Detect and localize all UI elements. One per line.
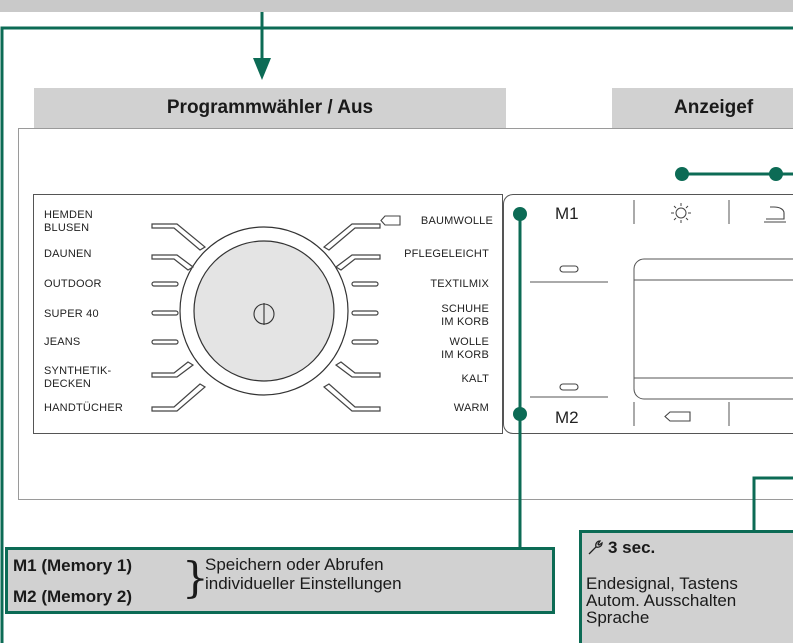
right-ticks [322, 223, 381, 412]
program-label-wolle: WOLLE IM KORB [441, 336, 489, 361]
display-header: Anzeigef [612, 88, 793, 128]
memory-desc-line2: individueller Einstellungen [205, 574, 402, 593]
brace-symbol: } [182, 553, 209, 602]
selector-header-text: Programmwähler / Aus [166, 97, 374, 118]
settings-callout: 3 sec. Endesignal, Tastens Autom. Aussch… [579, 530, 793, 643]
m2-callout-label: M2 (Memory 2) [13, 587, 133, 606]
program-label-baumwolle: BAUMWOLLE [420, 215, 493, 227]
sun-icon [671, 203, 691, 223]
iron-icon [764, 206, 786, 223]
m2-dot [513, 407, 527, 421]
program-label-outdoor: OUTDOOR [44, 278, 102, 290]
display-connector-dot-1 [675, 167, 689, 181]
program-label-kalt: KALT [461, 373, 489, 385]
program-label-pflegeleicht: PFLEGELEICHT [404, 248, 489, 260]
program-label-jeans: JEANS [44, 336, 81, 348]
program-label-daunen: DAUNEN [44, 248, 92, 260]
top-strip [0, 0, 793, 12]
display-header-text: Anzeigef [674, 97, 754, 118]
program-label-hemden: HEMDEN BLUSEN [44, 209, 93, 234]
m1-callout-label: M1 (Memory 1) [13, 556, 133, 575]
settings-connector-line [752, 476, 793, 530]
cotton-tag-icon [380, 215, 401, 226]
m1-label: M1 [555, 204, 579, 223]
connector-frame [0, 26, 793, 643]
wrench-icon [588, 540, 603, 555]
memory-callout: M1 (Memory 1) M2 (Memory 2) } Speichern … [5, 547, 555, 614]
left-ticks [151, 223, 207, 412]
program-label-schuhe: SCHUHE IM KORB [441, 303, 489, 328]
program-label-super40: SUPER 40 [44, 308, 99, 320]
settings-line3: Sprache [586, 608, 650, 627]
m1-dot [513, 207, 527, 221]
tag-icon [664, 411, 691, 422]
m2-label: M2 [555, 408, 579, 427]
program-label-synthetik: SYNTHETIK- DECKEN [44, 365, 112, 390]
memory-desc-line1: Speichern oder Abrufen [205, 555, 384, 574]
display-area [530, 200, 793, 426]
program-label-warm: WARM [453, 402, 489, 414]
settings-title: 3 sec. [608, 538, 656, 557]
program-dial[interactable] [179, 226, 349, 396]
program-label-textilmix: TEXTILMIX [430, 278, 489, 290]
selector-header: Programmwähler / Aus [34, 88, 506, 128]
program-label-handtuecher: HANDTÜCHER [44, 402, 123, 414]
power-dial-icon [253, 303, 275, 325]
settings-line2: Autom. Ausschalten [586, 591, 737, 610]
arrow-head [253, 58, 271, 80]
settings-line1: Endesignal, Tastens [586, 574, 738, 593]
display-connector-dot-2 [769, 167, 783, 181]
